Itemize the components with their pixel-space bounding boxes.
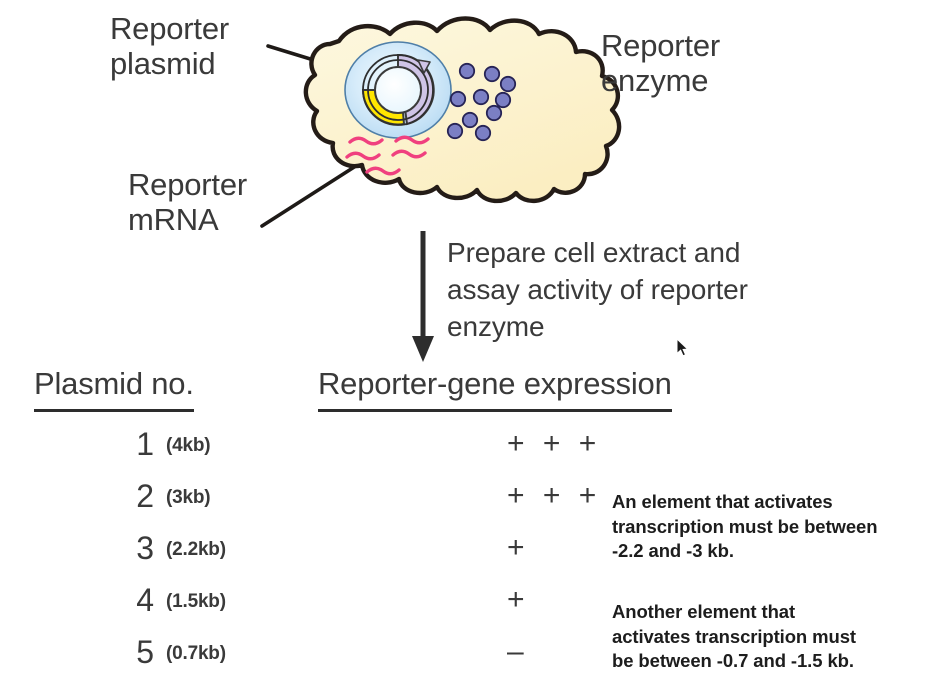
row-expression-level: +	[507, 583, 530, 616]
table-row: 3 (2.2kb) +	[0, 530, 944, 578]
process-arrow-down	[412, 231, 434, 362]
process-caption: Prepare cell extract and assay activity …	[447, 237, 748, 343]
enzyme-dot	[461, 111, 479, 129]
table-row: 2 (3kb) + + +	[0, 478, 944, 526]
row-expression-level: + + +	[507, 427, 602, 460]
reporter-mrna-squiggles	[345, 135, 430, 176]
row-plasmid-size: (2.2kb)	[166, 539, 226, 560]
row-plasmid-size: (3kb)	[166, 487, 211, 508]
cell-membrane-shape	[303, 16, 622, 204]
enzyme-dot	[449, 90, 467, 108]
table-row: 1 (4kb) + + +	[0, 426, 944, 474]
table-row: 5 (0.7kb) –	[0, 634, 944, 682]
leader-line-enzyme	[498, 67, 597, 101]
enzyme-dot	[494, 91, 512, 109]
enzyme-dot	[499, 75, 517, 93]
row-expression-level: +	[507, 531, 530, 564]
nucleus-shape	[344, 41, 452, 139]
plasmid-segment-lavender	[397, 53, 435, 126]
enzyme-dot	[472, 88, 490, 106]
row-expression-level: –	[507, 635, 529, 668]
row-plasmid-number: 2	[136, 478, 154, 514]
row-plasmid-size: (0.7kb)	[166, 643, 226, 664]
annotation-note-upstream-element: An element that activates transcription …	[612, 491, 878, 562]
reporter-enzyme-dots	[446, 62, 517, 142]
enzyme-dot	[485, 104, 503, 122]
plasmid-direction-arrow	[417, 59, 431, 74]
row-plasmid-size: (4kb)	[166, 435, 211, 456]
enzyme-dot	[458, 62, 476, 80]
leader-line-plasmid	[266, 44, 397, 87]
plasmid-inner-disc	[374, 66, 422, 114]
column-header-expression: Reporter-gene expression	[318, 366, 672, 412]
label-reporter-mrna: Reporter mRNA	[128, 167, 248, 237]
annotation-note-second-element: Another element that activates transcrip…	[612, 601, 856, 672]
column-header-plasmid-no: Plasmid no.	[34, 366, 194, 412]
row-plasmid-number: 1	[136, 426, 154, 462]
row-plasmid-number: 3	[136, 530, 154, 566]
label-reporter-plasmid: Reporter plasmid	[110, 11, 230, 81]
row-plasmid-number: 4	[136, 582, 154, 618]
plasmid-backbone-ring	[367, 59, 429, 121]
enzyme-dot	[474, 124, 492, 142]
enzyme-dot	[446, 122, 464, 140]
plasmid-backbone-ring-outer	[362, 54, 434, 126]
row-plasmid-size: (1.5kb)	[166, 591, 226, 612]
mouse-pointer-icon	[676, 338, 689, 357]
results-table: Plasmid no. Reporter-gene expression 1 (…	[0, 366, 944, 700]
table-row: 4 (1.5kb) +	[0, 582, 944, 630]
row-expression-level: + + +	[507, 479, 602, 512]
enzyme-dot	[483, 65, 501, 83]
leader-line-mrna	[260, 146, 386, 228]
label-reporter-enzyme: Reporter enzyme	[601, 28, 721, 98]
row-plasmid-number: 5	[136, 634, 154, 670]
plasmid-segment-yellow	[361, 89, 406, 126]
